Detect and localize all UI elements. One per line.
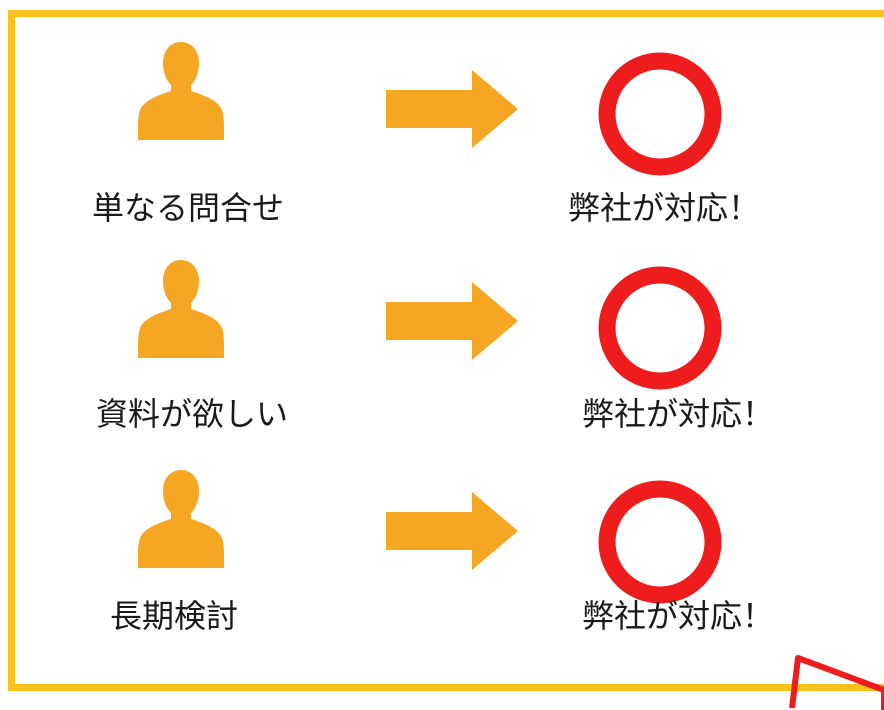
inquiry-label: 資料が欲しい (96, 395, 289, 433)
flow-row-1: 単なる問合せ 弊社が対応！ (0, 0, 884, 224)
circle-ok-icon (598, 266, 722, 390)
person-icon (138, 470, 224, 568)
person-icon (138, 42, 224, 140)
right-arrow-icon (386, 70, 518, 148)
inquiry-label: 長期検討 (110, 597, 239, 635)
response-label: 弊社が対応！ (568, 189, 761, 227)
response-label: 弊社が対応！ (582, 395, 775, 433)
circle-ok-icon (598, 52, 722, 176)
person-icon (138, 260, 224, 358)
inquiry-label: 単なる問合せ (92, 189, 285, 227)
right-arrow-icon (386, 492, 518, 570)
red-pen-stroke-icon (789, 655, 884, 710)
flow-row-3: 長期検討 弊社が対応！ (0, 0, 884, 632)
response-label: 弊社が対応！ (582, 597, 775, 635)
right-arrow-icon (386, 282, 518, 360)
flow-row-2: 資料が欲しい 弊社が対応！ (0, 0, 884, 430)
circle-ok-icon (598, 480, 722, 604)
